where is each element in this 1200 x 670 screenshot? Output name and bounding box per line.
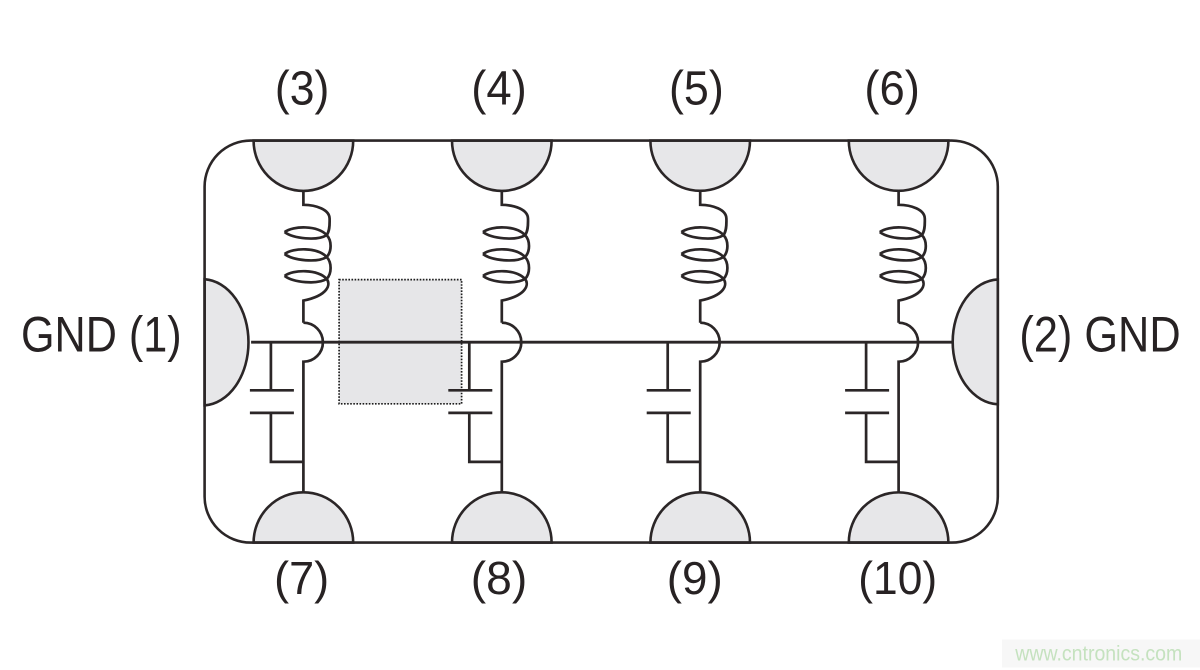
svg-text:(10): (10) (858, 552, 937, 604)
svg-text:www.cntronics.com: www.cntronics.com (1014, 642, 1182, 666)
svg-text:(3): (3) (275, 62, 329, 116)
svg-text:(2) GND: (2) GND (1019, 307, 1180, 363)
svg-text:(4): (4) (471, 62, 527, 116)
svg-text:(6): (6) (864, 62, 920, 116)
svg-text:(5): (5) (669, 62, 724, 116)
svg-text:(8): (8) (471, 552, 528, 604)
svg-text:GND (1): GND (1) (21, 307, 182, 363)
svg-text:(7): (7) (274, 552, 329, 604)
svg-text:(9): (9) (667, 552, 723, 604)
